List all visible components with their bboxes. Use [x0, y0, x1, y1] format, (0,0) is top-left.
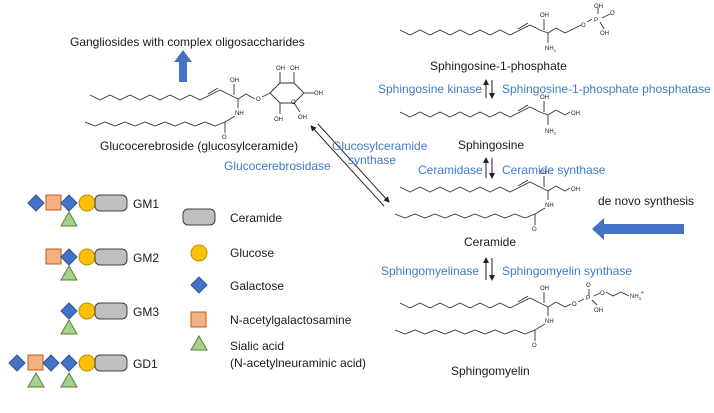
ceramide-oh2-label: OH	[571, 187, 580, 193]
sphingosine-oh2-label: OH	[571, 111, 580, 117]
arrow-ceramide-to-glucosylceramide	[310, 125, 385, 207]
sialic-key-symbol	[190, 334, 208, 351]
s1p-oh-label: OH	[540, 13, 549, 19]
sphingosine-kinase-label: Sphingosine kinase	[378, 82, 483, 96]
glucocerebroside-o2-label: O	[256, 97, 261, 103]
galactose-key-symbol	[190, 276, 208, 294]
ceramide-nh-label: NH	[545, 203, 554, 209]
sphingosine-label: Sphingosine	[458, 138, 525, 152]
sphingomyelin-o3-label: O	[586, 283, 591, 289]
sphingomyelin-o4-label: O	[600, 291, 605, 297]
s1p-o2-label: O	[610, 11, 615, 17]
ceramide-o-label: O	[532, 227, 537, 233]
glucocerebroside-structure	[84, 72, 314, 133]
sphingosine-atoms: OH OH NH2	[540, 95, 580, 136]
ceramide-oh-label: OH	[540, 170, 549, 176]
gm2-glycan	[45, 248, 128, 281]
glucosylceramide-synthase-line2: synthase	[347, 153, 397, 167]
glucocerebroside-oh6-label: OH	[274, 117, 283, 123]
s1p-label: Sphingosine-1-phosphate	[430, 59, 567, 73]
gm1-label: GM1	[133, 197, 160, 211]
glucocerebrosidase-label: Glucocerebrosidase	[224, 159, 331, 173]
ganglioside-glycan-icons	[8, 194, 128, 388]
ceramide-key-label: Ceramide	[230, 211, 283, 225]
sphingomyelin-o2-label: O	[572, 302, 577, 308]
sialic-key-label: Sialic acid	[230, 339, 285, 353]
galnac-key-symbol	[190, 311, 207, 328]
legend-key-symbols	[182, 208, 216, 351]
ceramide-atoms: OH OH NH O	[532, 170, 580, 233]
glucocerebroside-o3-label: O	[291, 100, 296, 106]
sphingomyelin-atoms: OH NH O O P O OH O NH3+	[532, 283, 644, 349]
de-novo-block-arrow	[592, 218, 684, 240]
ceramidase-label: Ceramidase	[418, 163, 483, 177]
s1p-oh3-label: OH	[600, 31, 609, 37]
sphingomyelin-oh2-label: OH	[594, 308, 603, 314]
sphingomyelin-synthase-label: Sphingomyelin synthase	[502, 264, 633, 278]
ceramide-synthase-label: Ceramide synthase	[502, 163, 606, 177]
sialic-key-label-2: (N-acetylneuraminic acid)	[230, 356, 367, 370]
glucocerebroside-label: Glucocerebroside (glucosylceramide)	[100, 139, 299, 153]
sphingomyelin-p-label: P	[586, 296, 590, 302]
sphingomyelin-nh3-label: NH3+	[630, 290, 644, 301]
galactose-key-label: Galactose	[230, 279, 285, 293]
de-novo-label: de novo synthesis	[598, 194, 695, 208]
s1p-oh2-label: OH	[594, 4, 603, 10]
gm2-label: GM2	[133, 251, 160, 265]
glucocerebroside-atoms: OH NH O O OH OH OH O OH OH	[222, 66, 323, 141]
glucose-key-symbol	[190, 244, 208, 262]
glucocerebroside-o-label: O	[222, 135, 227, 141]
s1p-nh2-label: NH2	[545, 46, 557, 53]
gm3-glycan	[60, 302, 128, 335]
arrow-glucosylceramide-to-ceramide	[317, 123, 390, 203]
sphingomyelin-o-label: O	[532, 343, 537, 349]
gangliosides-label: Gangliosides with complex oligosaccharid…	[70, 35, 305, 49]
ceramide-key-symbol	[182, 208, 216, 226]
s1p-atoms: OH NH2 O P OH O OH	[540, 4, 615, 53]
sphingosine-nh2-label: NH2	[545, 129, 557, 136]
glucocerebroside-oh2-label: OH	[276, 66, 285, 72]
ceramide-structure	[394, 176, 571, 225]
ceramide-label: Ceramide	[464, 235, 517, 249]
sphingomyelin-oh-label: OH	[540, 286, 549, 292]
galnac-key-label: N-acetylgalactosamine	[230, 313, 352, 327]
s1p-structure	[399, 8, 611, 43]
sphingosine-oh-label: OH	[540, 95, 549, 101]
glucocerebroside-oh3-label: OH	[290, 66, 299, 72]
glucosylceramide-synthase-line1: Glucosylceramide	[332, 139, 428, 153]
sphingomyelin-structure	[394, 289, 630, 341]
sphingosine-structure	[399, 101, 571, 125]
gm3-label: GM3	[133, 305, 160, 319]
sphingomyelinase-label: Sphingomyelinase	[381, 264, 480, 278]
glucosylceramide-synthase-label: Glucosylceramide synthase	[332, 139, 428, 167]
gm1-glycan	[27, 194, 128, 227]
glucose-key-label: Glucose	[230, 246, 275, 260]
glucocerebroside-oh4-label: OH	[314, 91, 323, 97]
glucocerebroside-oh-label: OH	[230, 78, 239, 84]
sphingomyelin-nh-label: NH	[545, 319, 554, 325]
glucocerebroside-nh-label: NH	[235, 111, 244, 117]
up-block-arrow	[174, 50, 192, 82]
s1p-p-label: P	[594, 18, 598, 24]
glucocerebroside-oh5-label: OH	[298, 115, 307, 121]
reaction-arrows	[310, 79, 495, 281]
s1p-o-label: O	[581, 23, 586, 29]
sphingomyelin-label: Sphingomyelin	[451, 364, 530, 378]
gd1-label: GD1	[133, 357, 158, 371]
s1p-phosphatase-label: Sphingosine-1-phosphate phosphatase	[502, 82, 711, 96]
gd1-glycan	[8, 354, 128, 388]
